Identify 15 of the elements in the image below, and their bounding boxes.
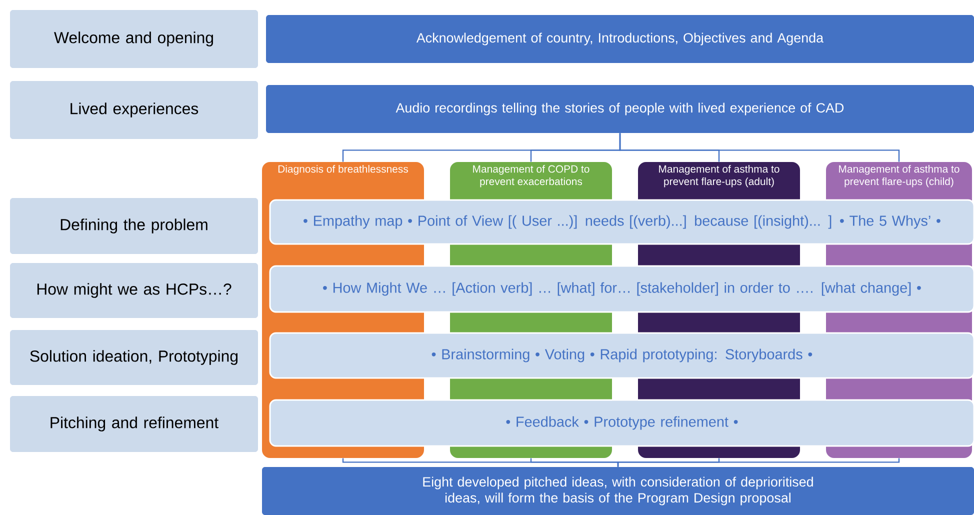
content-box: Acknowledgement of country, Introductions, Objectives and Agenda bbox=[266, 15, 974, 63]
activity-band: • Empathy map • Point of View [( User ...)] needs [(verb)...] because [(insight)... ] • The 5 Whys’ • bbox=[269, 199, 974, 245]
content-box: Eight developed pitched ideas, with consideration of deprioritised ideas, will form the basis of the Program Design proposal bbox=[262, 467, 974, 515]
stage-label-box: Solution ideation, Prototyping bbox=[10, 330, 258, 385]
stage-label-box: Welcome and opening bbox=[10, 10, 258, 68]
content-box: Audio recordings telling the stories of people with lived experience of CAD bbox=[266, 85, 974, 133]
stage-label-box: How might we as HCPs…? bbox=[10, 263, 258, 318]
stage-label-box: Lived experiences bbox=[10, 81, 258, 139]
stage-label-box: Pitching and refinement bbox=[10, 396, 258, 452]
activity-band: • Feedback • Prototype refinement • bbox=[269, 399, 974, 447]
connector-line bbox=[617, 458, 900, 467]
stage-label-box: Defining the problem bbox=[10, 198, 258, 254]
activity-band: • Brainstorming • Voting • Rapid prototyping: Storyboards • bbox=[269, 332, 974, 379]
connector-line bbox=[619, 133, 900, 162]
activity-band: • How Might We … [Action verb] … [what] for… [stakeholder] in order to …. [what change] • bbox=[269, 265, 974, 313]
